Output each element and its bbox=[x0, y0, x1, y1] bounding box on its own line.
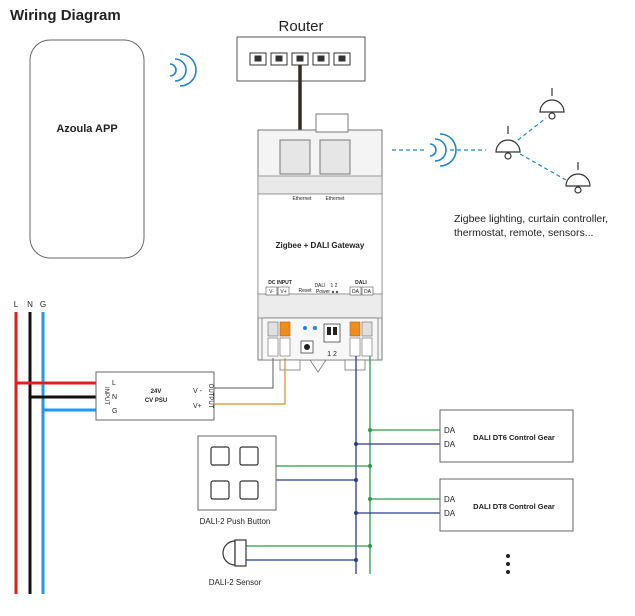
psu-line2: CV PSU bbox=[145, 398, 167, 404]
dip-numbers: 1 2 bbox=[327, 351, 337, 358]
gateway-reset-label: Reset bbox=[298, 288, 312, 294]
gateway-title: Zigbee + DALI Gateway bbox=[276, 241, 365, 250]
zigbee-bulb-icon bbox=[539, 88, 565, 120]
mains-label-l: L bbox=[14, 300, 19, 309]
dip-switch bbox=[323, 323, 341, 343]
zigbee-caption-line1: Zigbee lighting, curtain controller, bbox=[454, 213, 608, 225]
dali-push-button: DALI-2 Push Button bbox=[197, 435, 277, 526]
dali-terminal-orange bbox=[349, 321, 361, 337]
gateway-ethernet-right: Ethernet bbox=[326, 196, 346, 202]
psu-vminus-wire bbox=[214, 358, 274, 389]
psu-output-label: OUTPUT bbox=[207, 384, 213, 409]
gateway-dali-power-label: DALI bbox=[314, 283, 325, 289]
diagram-title: Wiring Diagram bbox=[10, 7, 121, 24]
zigbee-bulb-icon bbox=[565, 162, 591, 194]
gateway-dali-terminal-1: DA bbox=[352, 289, 360, 295]
push-button-label: DALI-2 Push Button bbox=[200, 517, 271, 526]
app-device: Azoula APP bbox=[29, 39, 145, 259]
gateway-ethernet-left: Ethernet bbox=[293, 196, 313, 202]
gateway-dali-power-sub: Power bbox=[316, 289, 331, 295]
dali-sensor: DALI-2 Sensor bbox=[209, 539, 262, 587]
gateway-dc-input-label: DC INPUT bbox=[268, 280, 292, 286]
psu-vplus-wire bbox=[214, 358, 286, 405]
psu-input-l: L bbox=[112, 380, 116, 387]
mains-label-g: G bbox=[40, 300, 46, 309]
zigbee-bulb-icon bbox=[495, 126, 521, 160]
router-ports bbox=[249, 52, 351, 66]
psu-input-g: G bbox=[112, 408, 117, 415]
psu-output-v-minus: V - bbox=[193, 388, 203, 395]
zigbee-link-dash bbox=[517, 117, 547, 141]
control-gear-dt8: DA DA DALI DT8 Control Gear bbox=[439, 478, 574, 532]
gateway-dali-label: DALI bbox=[355, 280, 367, 286]
dc-terminal-orange bbox=[279, 321, 291, 337]
dali-junctions bbox=[368, 428, 372, 548]
psu: INPUT L N G 24V CV PSU V - V+ OUTPUT bbox=[95, 371, 215, 421]
status-led bbox=[313, 326, 317, 330]
router-label: Router bbox=[278, 18, 323, 35]
zigbee-wireless-icon bbox=[429, 133, 457, 167]
gear-dt6-label: DALI DT6 Control Gear bbox=[473, 433, 555, 442]
gear-dt6-terminal-1: DA bbox=[444, 426, 456, 435]
gear-dt6-terminal-2: DA bbox=[444, 440, 456, 449]
router: Router bbox=[236, 18, 366, 82]
dali-junctions bbox=[354, 442, 358, 562]
gateway-dali-terminal-2: DA bbox=[364, 289, 372, 295]
gear-dt8-label: DALI DT8 Control Gear bbox=[473, 502, 555, 511]
gateway-device: Ethernet Ethernet Zigbee + DALI Gateway … bbox=[257, 113, 383, 373]
psu-input-n: N bbox=[112, 394, 117, 401]
app-label: Azoula APP bbox=[56, 123, 117, 135]
gateway-dali-power-numbers: 1 2 bbox=[331, 283, 338, 289]
mains-label-n: N bbox=[27, 300, 33, 309]
gear-dt8-terminal-2: DA bbox=[444, 509, 456, 518]
psu-input-label: INPUT bbox=[103, 387, 109, 405]
sensor-label: DALI-2 Sensor bbox=[209, 578, 262, 587]
gateway-dc-terminal-1: V- bbox=[269, 289, 274, 295]
status-led bbox=[303, 326, 307, 330]
zigbee-caption-line2: thermostat, remote, sensors... bbox=[454, 227, 593, 239]
psu-line1: 24V bbox=[151, 389, 162, 395]
control-gear-dt6: DA DA DALI DT6 Control Gear bbox=[439, 409, 574, 463]
zigbee-link-dash bbox=[519, 153, 567, 181]
gateway-dc-terminal-2: V+ bbox=[280, 289, 286, 295]
more-devices-ellipsis bbox=[506, 554, 510, 574]
psu-output-v-plus: V+ bbox=[193, 403, 202, 410]
app-wireless-icon bbox=[169, 53, 197, 87]
gear-dt8-terminal-1: DA bbox=[444, 495, 456, 504]
